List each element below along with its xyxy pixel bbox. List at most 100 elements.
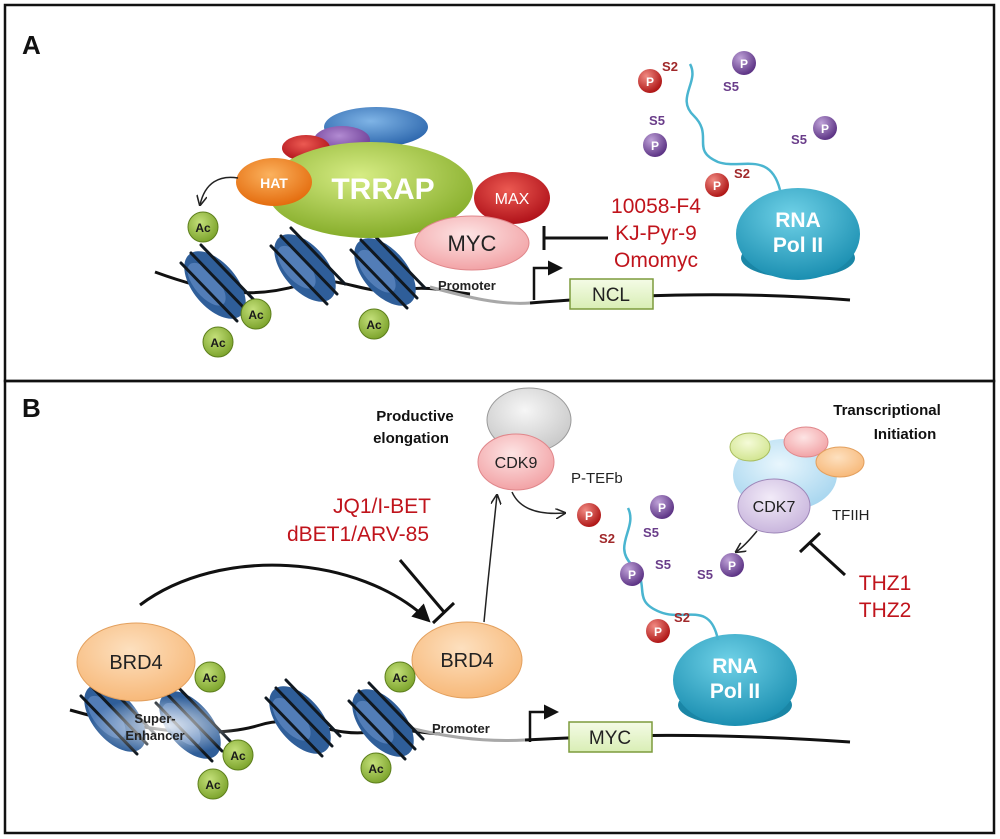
acetyl-mark: Ac: [222, 739, 254, 771]
myc-gene-label: MYC: [589, 728, 631, 749]
super-enhancer-halo: [90, 696, 240, 756]
svg-text:P: P: [713, 179, 721, 193]
svg-text:Ac: Ac: [195, 221, 211, 235]
svg-text:P: P: [646, 75, 654, 89]
tfiih-subunit-peach: [815, 446, 865, 478]
panel-a-label: A: [22, 30, 41, 60]
svg-text:Ac: Ac: [392, 671, 408, 685]
super-enhancer-label-1: Super-: [134, 711, 175, 726]
cdk7-kinase: [737, 478, 811, 534]
svg-text:Ac: Ac: [202, 671, 218, 685]
phospho-s5: P: [620, 562, 644, 586]
promoter-label-a: Promoter: [438, 278, 496, 293]
cdk9-kinase: [477, 433, 555, 491]
tss-arrow-b: [528, 704, 559, 742]
inhibitor-omomyc: Omomyc: [614, 249, 698, 272]
phospho-s5: P: [643, 133, 667, 157]
brd4-to-ptefb-arrow: [483, 495, 497, 623]
pol-ii-label-a-1: RNA: [775, 209, 821, 232]
myc-gene-box: [568, 721, 653, 753]
svg-text:P: P: [740, 57, 748, 71]
inhibitor-jq1-ibet: JQ1/I-BET: [333, 495, 431, 518]
inhibitor-kj-pyr-9: KJ-Pyr-9: [615, 222, 697, 245]
phospho-s5: P: [720, 553, 744, 577]
pol-ii-label-b-1: RNA: [712, 655, 758, 678]
acetylation-arrow: [200, 176, 239, 205]
ncl-label: NCL: [592, 285, 630, 306]
ctd-tail-b: [622, 507, 720, 641]
brd4-enhancer: [76, 622, 196, 702]
acetyl-mark: Ac: [240, 298, 272, 330]
acetyl-mark: Ac: [197, 768, 229, 800]
acetyl-mark: Ac: [384, 661, 416, 693]
svg-text:P: P: [628, 568, 636, 582]
cdk7-phosphorylation-arrow: [736, 530, 758, 552]
phospho-s2: P: [646, 619, 670, 643]
cdk7-label: CDK7: [753, 499, 796, 516]
rna-pol-ii-a: [736, 188, 860, 280]
productive-label-1: Productive: [376, 408, 454, 425]
svg-text:Ac: Ac: [366, 318, 382, 332]
svg-text:P: P: [651, 139, 659, 153]
tfiih-subunit-lime: [729, 432, 771, 462]
phospho-s5: P: [732, 51, 756, 75]
svg-text:Ac: Ac: [230, 749, 246, 763]
rna-pol-ii-b: [673, 634, 797, 726]
ctd-tail-a: [685, 63, 782, 191]
s5-label: S5: [697, 567, 713, 582]
s5-label: S5: [723, 79, 739, 94]
svg-text:P: P: [821, 122, 829, 136]
enhancer-loop-arrow: [139, 563, 431, 623]
phospho-s2: P: [638, 69, 662, 93]
promoter-label-b: Promoter: [432, 721, 490, 736]
max-protein: [474, 172, 550, 224]
inhibitor-dbet1-arv85: dBET1/ARV-85: [287, 523, 429, 546]
s2-label: S2: [662, 59, 678, 74]
trrap-protein: [267, 142, 473, 238]
pol-ii-label-a-2: Pol II: [773, 234, 823, 257]
ncl-gene-box: [569, 278, 654, 310]
bet-inhibition-bar: [431, 601, 456, 625]
brd4-label: BRD4: [109, 652, 162, 674]
brd4-label: BRD4: [440, 650, 493, 672]
panel-b-label: B: [22, 393, 41, 423]
nucleosome: [260, 221, 350, 315]
cdk9-phosphorylation-arrow: [511, 491, 565, 513]
thz-inhibition-line: [808, 541, 847, 577]
phospho-s2: P: [577, 503, 601, 527]
ptefb-label: P-TEFb: [571, 470, 623, 487]
s5-label: S5: [791, 132, 807, 147]
s5-label: S5: [655, 557, 671, 572]
bet-inhibition-line: [398, 559, 446, 613]
dna-strand-a-right: [529, 293, 851, 305]
svg-text:P: P: [658, 501, 666, 515]
s5-label: S5: [643, 525, 659, 540]
svg-text:Ac: Ac: [248, 308, 264, 322]
inhibitor-thz2: THZ2: [859, 599, 912, 622]
s2-label: S2: [734, 166, 750, 181]
transcriptional-label: Transcriptional: [833, 402, 941, 419]
s2-label: S2: [674, 610, 690, 625]
acetyl-mark: Ac: [360, 752, 392, 784]
inhibitor-thz1: THZ1: [859, 572, 912, 595]
svg-text:Ac: Ac: [368, 762, 384, 776]
s2-label: S2: [599, 531, 615, 546]
svg-text:P: P: [585, 509, 593, 523]
hat-label: HAT: [260, 175, 288, 191]
phospho-s5: P: [650, 495, 674, 519]
myc-protein: [414, 215, 530, 271]
dna-strand-b-right: [524, 733, 851, 744]
acetyl-mark: Ac: [194, 661, 226, 693]
phospho-s2: P: [705, 173, 729, 197]
acetyl-mark: Ac: [202, 326, 234, 358]
acetyl-mark: Ac: [187, 211, 219, 243]
trrap-label: TRRAP: [331, 173, 434, 206]
tss-arrow-a: [532, 260, 563, 300]
productive-label-2: elongation: [373, 430, 449, 447]
phospho-s5: P: [813, 116, 837, 140]
thz-inhibition-bar: [798, 531, 822, 554]
cdk9-label: CDK9: [495, 455, 538, 472]
inhibitor-10058-f4: 10058-F4: [611, 195, 701, 218]
